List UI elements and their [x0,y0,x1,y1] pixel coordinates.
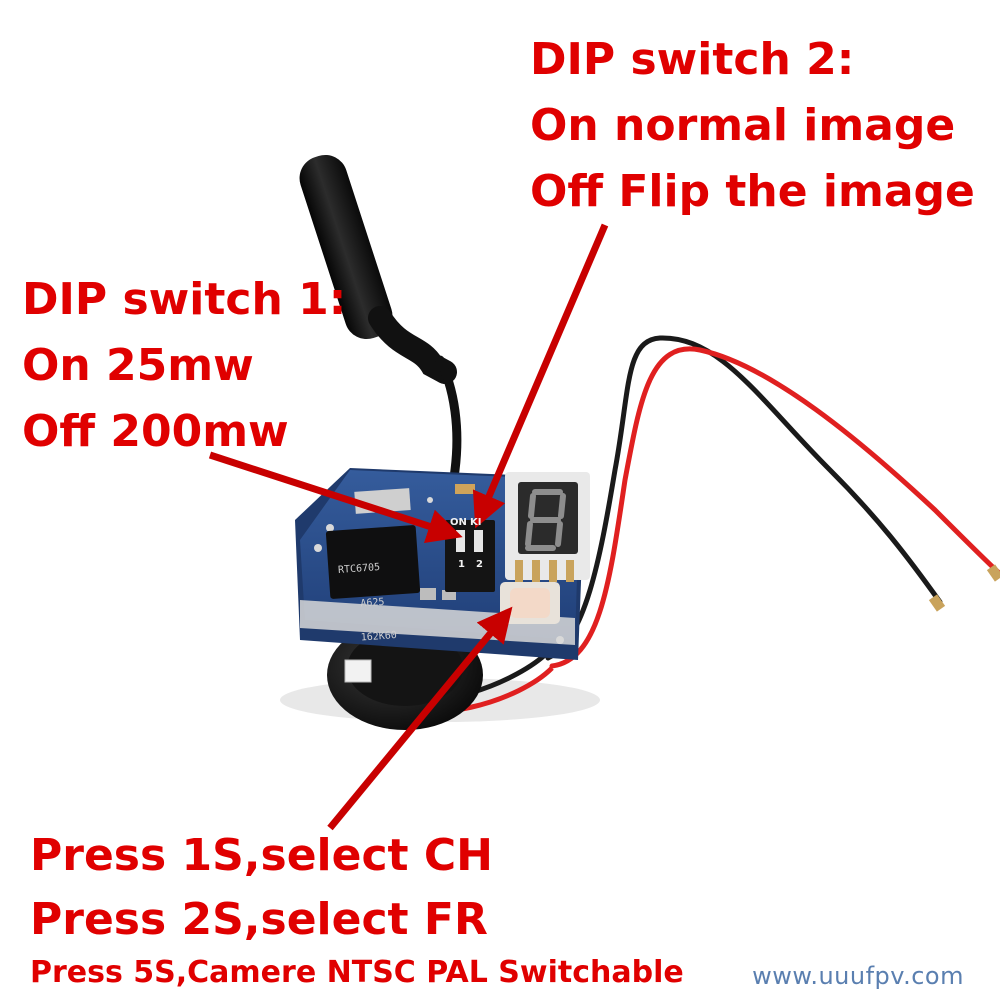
push-button [500,582,560,624]
switch-k-label: KI [470,517,482,528]
arrow-button [327,606,513,831]
dip2-on: On normal image [530,100,956,151]
press-1s: Press 1S,select CH [30,830,494,881]
chip-line-1: RTC6705 [337,562,381,576]
connector [344,659,372,683]
wire-tip-2 [986,564,1000,582]
dip1-title: DIP switch 1: [22,274,347,325]
arrow-dip2 [472,223,609,529]
switch-on-label: ON [450,517,467,528]
chip-marking: RTC6705 A625 162K60 [336,538,398,656]
switch-number-1: 1 [458,559,465,570]
rf-chip [325,525,421,599]
black-wire [545,335,943,661]
antenna [299,154,465,513]
press-5s: Press 5S,Camere NTSC PAL Switchable [30,955,684,990]
annotation-arrows [208,223,609,831]
red-wire [549,346,1000,669]
press-2s: Press 2S,select FR [30,894,488,945]
dip1-on: On 25mw [22,340,254,391]
dip2-off: Off Flip the image [530,166,975,217]
chip-line-2: A625 [360,596,385,609]
dip1-off: Off 200mw [22,406,289,457]
wire-tip-1 [928,594,946,612]
seven-segment-display [505,472,590,582]
arrow-dip1 [208,451,463,543]
dip-switch-2 [474,530,483,552]
dip2-title: DIP switch 2: [530,34,855,85]
switch-number-2: 2 [476,559,483,570]
dip-switch-1 [456,530,465,552]
watermark: www.uuufpv.com [752,962,964,990]
chip-line-3: 162K60 [360,630,398,644]
